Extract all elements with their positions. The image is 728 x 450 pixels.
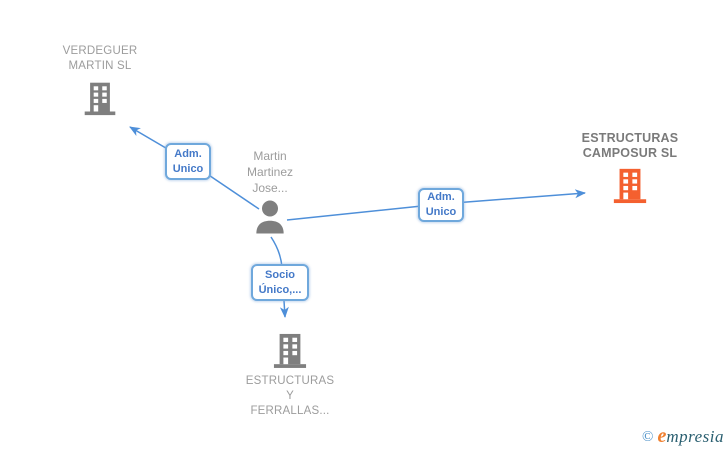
copyright-icon: © — [642, 429, 654, 445]
edge-label-line: Unico — [425, 206, 457, 218]
edge-label-adm-unico-right[interactable]: Adm. Unico — [418, 188, 464, 222]
building-icon — [84, 82, 116, 116]
brand-name: mpresia — [666, 427, 724, 446]
building-icon — [613, 168, 647, 204]
person-icon — [256, 200, 284, 234]
empresia-logo[interactable]: ©empresia — [642, 425, 724, 448]
edge-label-line: Único,... — [258, 283, 302, 296]
edge-label-line: Adm. — [427, 191, 455, 203]
building-icon — [273, 333, 307, 368]
edge-label-line: Adm. — [174, 147, 202, 160]
edge-label-socio-unico[interactable]: Socio Único,... — [251, 264, 309, 301]
edge-label-line: Unico — [172, 162, 204, 175]
edge-label-line: Socio — [265, 268, 295, 281]
brand-initial: e — [657, 425, 667, 447]
node-company-ferrallas[interactable]: ESTRUCTURAS Y FERRALLAS... — [220, 331, 360, 419]
company-name-ferrallas: ESTRUCTURAS Y FERRALLAS... — [245, 375, 335, 417]
node-company-verdeguer[interactable]: VERDEGUER MARTIN SL — [30, 44, 170, 116]
person-name: Martin Martinez Jose... — [246, 149, 293, 195]
company-name-verdeguer: VERDEGUER MARTIN SL — [62, 45, 138, 72]
node-company-camposur[interactable]: ESTRUCTURAS CAMPOSUR SL — [555, 131, 705, 204]
node-person-martin[interactable]: Martin Martinez Jose... — [200, 148, 340, 234]
company-name-camposur: ESTRUCTURAS CAMPOSUR SL — [581, 131, 679, 160]
edge-label-adm-unico-left[interactable]: Adm. Unico — [165, 143, 211, 180]
